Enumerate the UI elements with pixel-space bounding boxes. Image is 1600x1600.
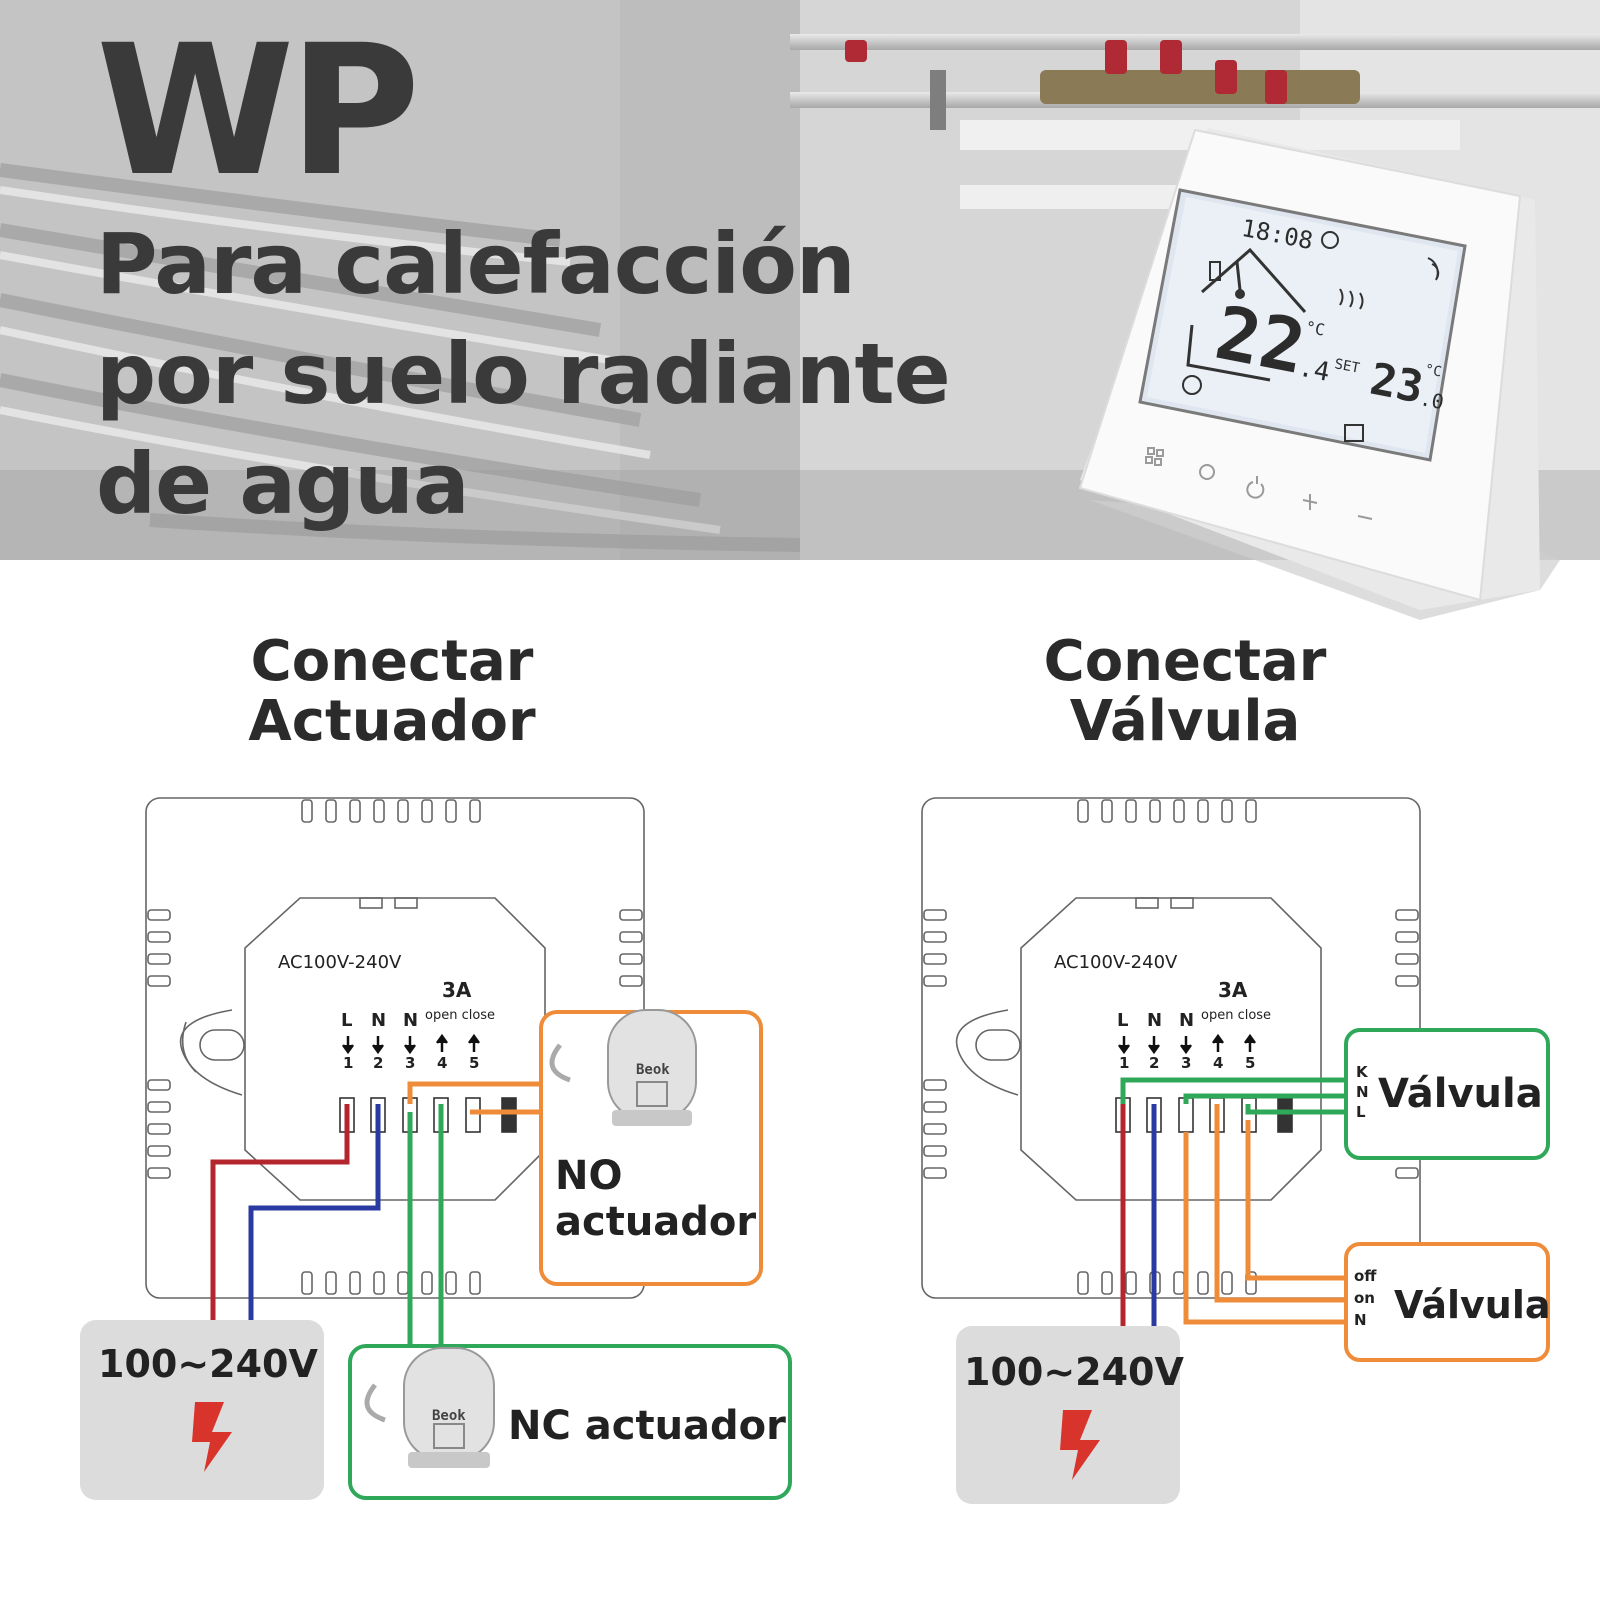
right-valve1-label: Válvula — [1378, 1071, 1543, 1117]
right-title-line-2: Válvula — [1069, 689, 1301, 754]
right-orange-wire-off — [1245, 1120, 1346, 1281]
left-title-line-2: Actuador — [248, 689, 536, 754]
right-bottom-vents — [1077, 1271, 1257, 1295]
left-blue-wire — [248, 1104, 381, 1320]
left-nc-label: NC actuador — [508, 1403, 786, 1449]
left-voltage-label: AC100V-240V — [278, 952, 402, 973]
right-valve1-pin-k: K — [1356, 1063, 1368, 1081]
right-num-2: 2 — [1149, 1054, 1160, 1072]
right-current-label: 3A — [1218, 978, 1248, 1002]
left-num-3: 3 — [405, 1054, 416, 1072]
left-terminal-n2: N — [403, 1010, 419, 1031]
hero-subtitle-line-3: de agua — [96, 435, 470, 533]
right-terminal-block — [1115, 1097, 1293, 1133]
right-terminal-n1: N — [1147, 1010, 1163, 1031]
left-module-body — [244, 897, 546, 1201]
left-title-line-1: Conectar — [250, 629, 534, 694]
right-title-line-1: Conectar — [1043, 629, 1327, 694]
left-diagram-title: Conectar Actuador — [132, 632, 652, 752]
right-voltage-label: AC100V-240V — [1054, 952, 1178, 973]
left-num-2: 2 — [373, 1054, 384, 1072]
left-nc-actuator-brand: Beok — [432, 1408, 466, 1424]
left-num-1: 1 — [343, 1054, 354, 1072]
right-green-wire-l — [1245, 1104, 1346, 1115]
right-top-vents — [1077, 799, 1257, 823]
right-orange-wire-on — [1214, 1104, 1346, 1303]
right-side-vents — [923, 909, 1419, 1179]
right-valve-box-1 — [1344, 1028, 1550, 1160]
hero-subtitle-line-2: por suelo radiante — [96, 325, 951, 423]
left-mount-slot-left — [179, 1009, 243, 1096]
right-valve2-label: Válvula — [1394, 1283, 1551, 1327]
right-valve2-pin-off: off — [1354, 1267, 1377, 1285]
left-screw-hole-left — [199, 1029, 245, 1061]
right-terminal-n2: N — [1179, 1010, 1195, 1031]
right-green-wire-k — [1120, 1077, 1346, 1104]
right-orange-wire-n — [1183, 1132, 1346, 1325]
right-valve1-pin-l: L — [1356, 1103, 1366, 1121]
right-terminal-l: L — [1117, 1010, 1129, 1031]
left-red-wire — [210, 1104, 350, 1320]
right-num-3: 3 — [1181, 1054, 1192, 1072]
left-terminal-arrows — [341, 1033, 481, 1055]
left-no-label-1: NO — [555, 1153, 623, 1199]
left-no-actuator-image: Beok — [549, 1009, 697, 1126]
right-bolt-icon — [1060, 1410, 1100, 1480]
right-module-body — [1020, 897, 1322, 1201]
right-num-1: 1 — [1119, 1054, 1130, 1072]
right-valve-box-2 — [1344, 1242, 1550, 1362]
hero-subtitle-line-1: Para calefacción — [96, 215, 856, 313]
hero-brand-title: WP — [96, 7, 420, 216]
left-power-label: 100~240V — [98, 1342, 318, 1386]
left-num-4: 4 — [437, 1054, 448, 1072]
left-nc-actuator-image: Beok — [364, 1347, 495, 1468]
right-valve1-pin-n: N — [1356, 1083, 1369, 1101]
right-screw-hole-left — [975, 1029, 1021, 1061]
left-num-5: 5 — [469, 1054, 480, 1072]
right-green-wire-n — [1183, 1093, 1346, 1104]
right-mount-slot-left — [955, 1009, 1019, 1096]
left-current-label: 3A — [442, 978, 472, 1002]
right-diagram-title: Conectar Válvula — [925, 632, 1445, 752]
right-num-5: 5 — [1245, 1054, 1256, 1072]
left-terminal-n1: N — [371, 1010, 387, 1031]
left-no-actuator-brand: Beok — [636, 1062, 670, 1078]
right-valve2-pin-n: N — [1354, 1311, 1367, 1329]
right-valve2-pin-on: on — [1354, 1289, 1375, 1307]
right-terminal-arrows — [1117, 1033, 1257, 1055]
left-open-close-label: open close — [425, 1008, 496, 1023]
left-top-vents — [301, 799, 481, 823]
left-no-label-2: actuador — [555, 1199, 757, 1245]
right-num-4: 4 — [1213, 1054, 1224, 1072]
left-bolt-icon — [192, 1402, 232, 1472]
right-power-label: 100~240V — [964, 1350, 1184, 1394]
right-open-close-label: open close — [1201, 1008, 1272, 1023]
left-terminal-l: L — [341, 1010, 353, 1031]
left-orange-wire-top — [407, 1081, 541, 1104]
